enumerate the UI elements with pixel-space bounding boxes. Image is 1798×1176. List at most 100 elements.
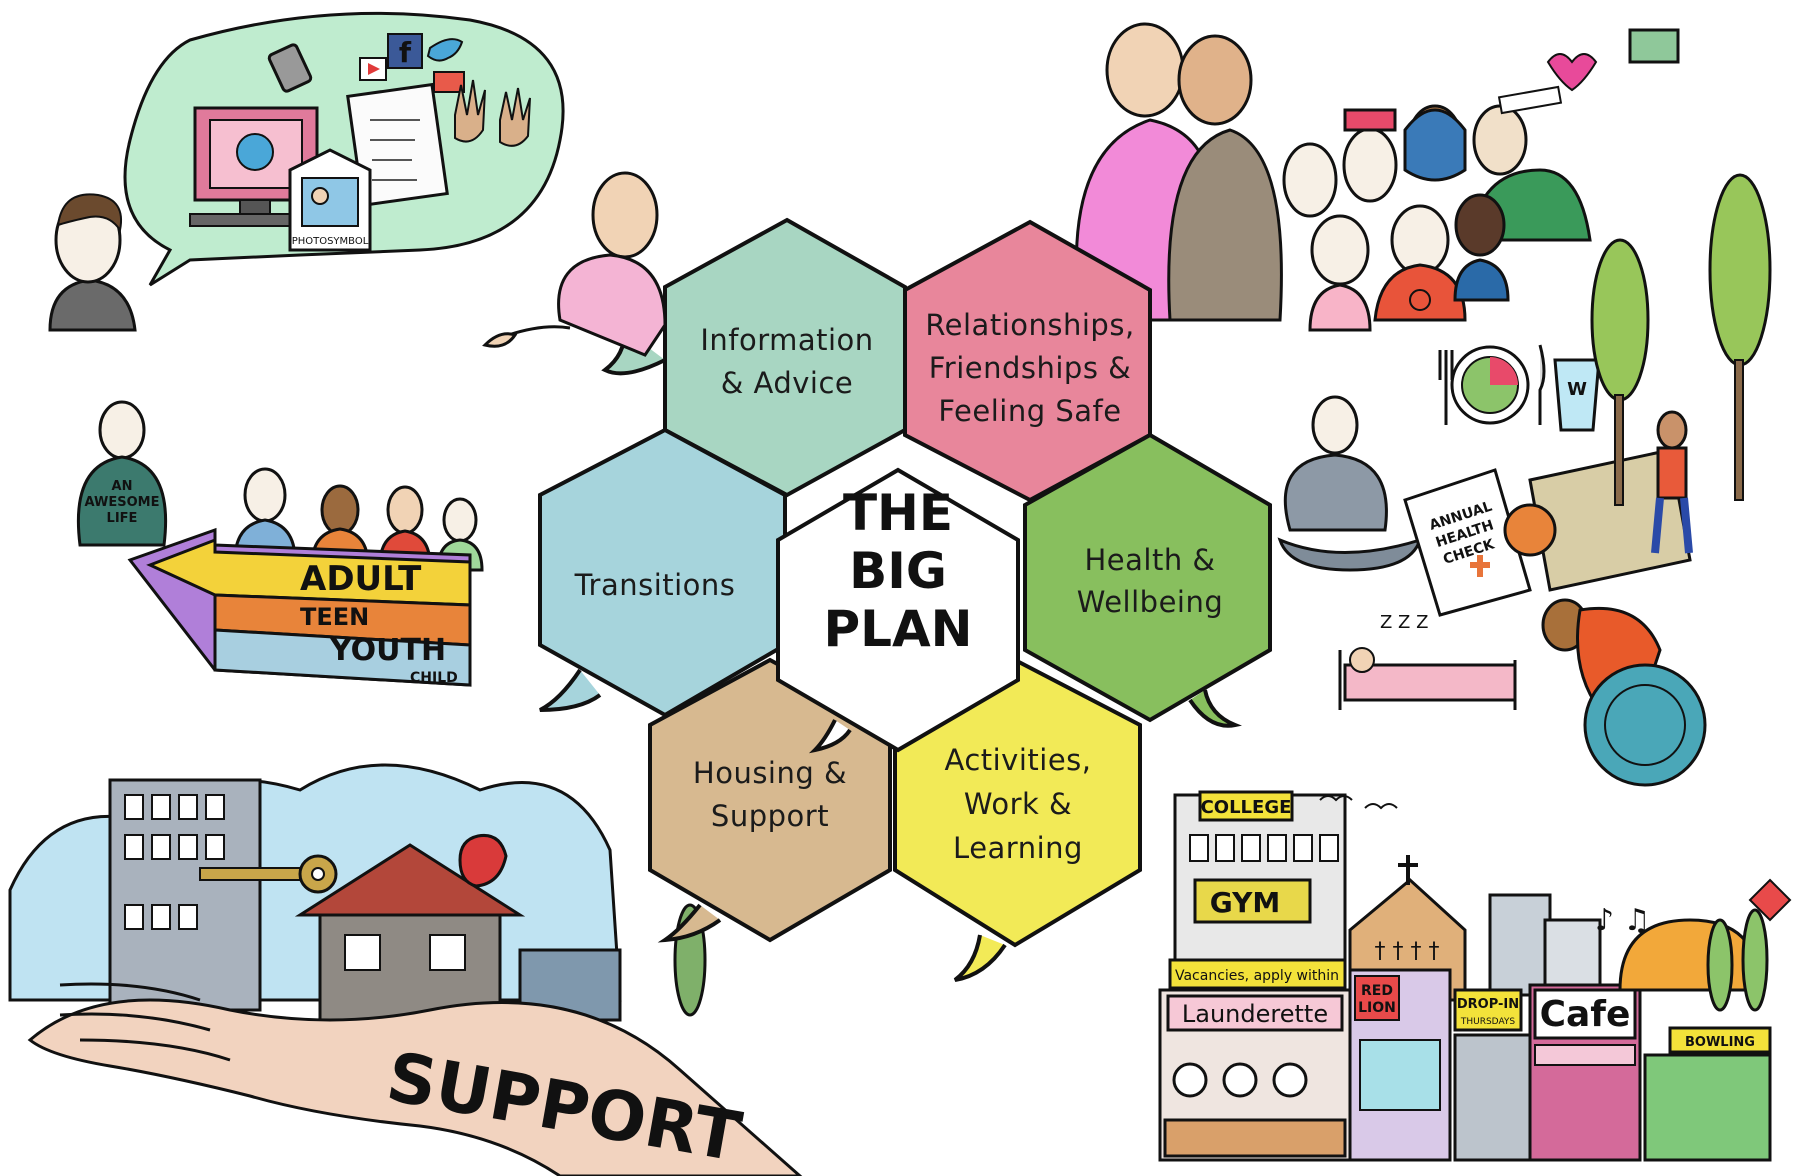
- drop-in-sign: DROP-IN THURSDAYS: [1453, 988, 1523, 1032]
- first-aid-cross-icon: [1470, 555, 1490, 577]
- bowling-sign: BOWLING: [1668, 1026, 1772, 1054]
- life-stages-arrow: ADULT TEEN YOUTH CHILD: [127, 527, 472, 687]
- svg-text:Relationships,: Relationships,: [925, 308, 1134, 342]
- fork-icon: [1438, 350, 1454, 425]
- vacancies-sign: Vacancies, apply within: [1168, 958, 1347, 990]
- svg-text:Launderette: Launderette: [1182, 1000, 1328, 1028]
- svg-text:ADULT: ADULT: [300, 559, 422, 599]
- awesome-life-shirt: [76, 455, 168, 547]
- walking-person: [1656, 410, 1688, 450]
- svg-text:PHOTOSYMBOL: PHOTOSYMBOL: [292, 236, 369, 247]
- wheelchair-basketball-player: [1503, 503, 1707, 787]
- transitions-scene: AN AWESOME LIFE ADULT TEEN YOUTH CHILD: [76, 400, 484, 687]
- washing-machine-icon: [1222, 1062, 1258, 1098]
- hex-relationships[interactable]: Relationships, Friendships & Feeling Saf…: [903, 219, 1152, 503]
- svg-text:Cafe: Cafe: [1540, 994, 1631, 1035]
- speech-tail: [808, 719, 852, 754]
- video-icon: [359, 57, 387, 81]
- svg-text:f: f: [399, 36, 412, 69]
- cafe-shop: Cafe: [1528, 983, 1642, 1162]
- svg-text:AWESOME: AWESOME: [85, 495, 160, 510]
- svg-text:Information: Information: [700, 323, 873, 357]
- pointing-person: [482, 171, 667, 357]
- svg-text:Support: Support: [711, 799, 829, 833]
- college-sign: COLLEGE: [1198, 790, 1294, 822]
- birds-icon: [1319, 795, 1398, 810]
- svg-text:RED: RED: [1361, 983, 1393, 999]
- launderette-shop: Launderette: [1158, 988, 1352, 1162]
- svg-text:W: W: [1567, 379, 1587, 400]
- health-check-book: ANNUAL HEALTH CHECK: [1403, 468, 1532, 617]
- tree: [1708, 173, 1772, 367]
- phone-icon: [267, 43, 313, 93]
- svg-text:† † † †: † † † †: [1375, 939, 1440, 964]
- knife-icon: [1538, 344, 1546, 425]
- svg-text:Learning: Learning: [953, 831, 1083, 865]
- key-icon: [199, 854, 338, 894]
- basketball-icon: [1503, 503, 1557, 557]
- svg-text:CHILD: CHILD: [410, 670, 458, 686]
- tree: [1590, 238, 1650, 402]
- svg-text:COLLEGE: COLLEGE: [1201, 797, 1292, 818]
- key-tag-icon: [458, 833, 508, 888]
- hex-health-wellbeing[interactable]: Health & Wellbeing: [1023, 432, 1272, 728]
- speech-tail: [657, 903, 722, 943]
- washing-machine-icon: [1272, 1062, 1308, 1098]
- red-lion-pub: RED LION: [1348, 968, 1452, 1162]
- svg-text:Work &: Work &: [964, 787, 1072, 821]
- group-of-friends: [1282, 104, 1592, 332]
- svg-text:GYM: GYM: [1210, 886, 1281, 919]
- speech-tail: [1188, 689, 1242, 728]
- facebook-icon: f: [387, 33, 423, 69]
- svg-text:DROP-IN: DROP-IN: [1457, 997, 1519, 1012]
- person-head: [98, 400, 146, 460]
- kite-icon: [1748, 878, 1792, 922]
- svg-text:BIG: BIG: [849, 542, 947, 600]
- water-cup-icon: W: [1553, 358, 1601, 432]
- svg-text:TEEN: TEEN: [300, 603, 369, 631]
- svg-text:LIFE: LIFE: [107, 511, 138, 526]
- pointing-hand-icon: [482, 332, 518, 348]
- meditating-person: [1283, 453, 1388, 532]
- svg-text:Housing &: Housing &: [693, 756, 847, 790]
- sign-language-hand-icon: [454, 79, 486, 143]
- svg-text:& Advice: & Advice: [721, 366, 854, 400]
- speech-tail: [539, 668, 602, 712]
- washing-machine-icon: [1172, 1062, 1208, 1098]
- person-head: [1177, 34, 1253, 126]
- hex-cluster: Information & Advice Relationships, Frie…: [538, 217, 1272, 982]
- tree: [1741, 908, 1769, 1012]
- svg-text:YOUTH: YOUTH: [329, 633, 446, 668]
- photosymbol-card: PHOTOSYMBOL: [288, 148, 372, 252]
- person-speaking: [48, 193, 137, 332]
- gym-sign: GYM: [1193, 878, 1312, 924]
- health-scene: W ANNUAL HEALTH CHECK Z Z Z: [1277, 173, 1772, 787]
- money-icon: [1628, 28, 1680, 64]
- svg-text:BOWLING: BOWLING: [1685, 1035, 1755, 1050]
- music-notes-icon: ♪ ♫: [1595, 903, 1651, 938]
- person-head: [1311, 395, 1359, 455]
- svg-text:THURSDAYS: THURSDAYS: [1460, 1017, 1516, 1027]
- twitter-bird-icon: [426, 38, 464, 62]
- svg-text:Friendships &: Friendships &: [929, 351, 1132, 385]
- svg-text:Vacancies, apply within: Vacancies, apply within: [1175, 968, 1339, 984]
- ticket-icon: [1497, 85, 1563, 115]
- person-head: [1105, 22, 1185, 118]
- svg-text:Wellbeing: Wellbeing: [1077, 585, 1224, 619]
- photo-icon: [433, 71, 465, 93]
- svg-text:Feeling Safe: Feeling Safe: [938, 394, 1121, 428]
- heart-icon: [1546, 53, 1598, 92]
- svg-text:LION: LION: [1358, 1000, 1396, 1016]
- svg-text:Z Z Z: Z Z Z: [1380, 612, 1428, 633]
- speech-tail: [953, 934, 1007, 982]
- activities-scene: COLLEGE GYM † † † † Vacancies, apply wit…: [1158, 790, 1792, 1162]
- svg-text:Activities,: Activities,: [944, 743, 1091, 777]
- sleeping-in-bed: Z Z Z: [1338, 612, 1517, 710]
- hex-transitions[interactable]: Transitions: [538, 427, 787, 718]
- grey-shirt: [1167, 128, 1283, 322]
- svg-text:Health &: Health &: [1084, 543, 1215, 577]
- svg-text:AN: AN: [112, 479, 133, 494]
- svg-text:THE: THE: [843, 484, 953, 542]
- document-icon: [346, 82, 449, 208]
